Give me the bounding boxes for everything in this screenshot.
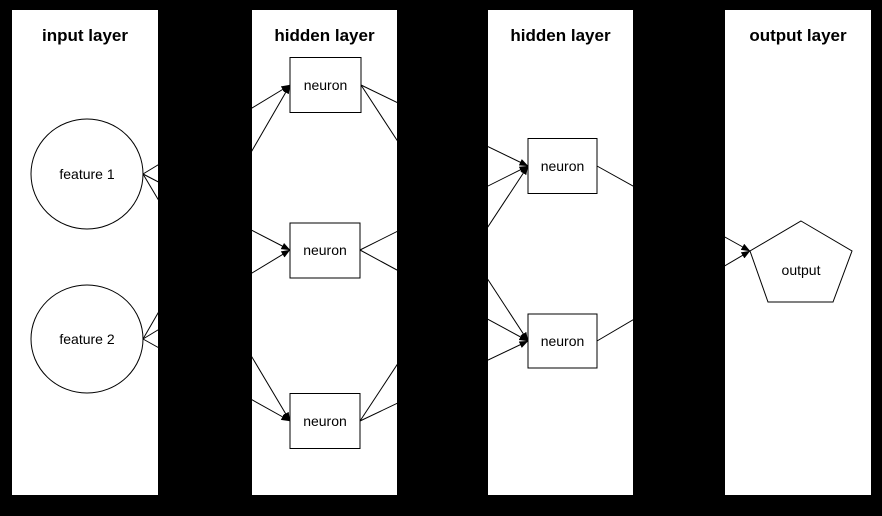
edges: [142, 84, 751, 422]
node-hidden1-neuron1: neuron: [289, 57, 362, 113]
node-hidden1-neuron3: neuron: [289, 393, 361, 449]
title-hidden-layer-1: hidden layer: [274, 26, 375, 45]
node-output: output: [749, 220, 853, 303]
panel-hidden-layer-2: [488, 10, 633, 495]
hidden1-neuron2-label: neuron: [303, 242, 347, 258]
feature-2-ellipse: [30, 284, 144, 394]
hidden1-neuron3-label: neuron: [303, 413, 347, 429]
edge-h2n1-out: [596, 165, 751, 252]
title-output-layer: output layer: [749, 26, 847, 45]
edge-f2-h1n3: [142, 338, 291, 422]
edge-h2n2-out: [596, 250, 751, 342]
hidden1-neuron3-rect: [289, 393, 361, 449]
hidden2-neuron1-rect: [527, 138, 598, 194]
title-input-layer: input layer: [42, 26, 128, 45]
hidden2-neuron2-label: neuron: [541, 333, 585, 349]
feature-2-label: feature 2: [59, 331, 114, 347]
feature-1-label: feature 1: [59, 166, 114, 182]
hidden1-neuron1-label: neuron: [304, 77, 348, 93]
node-feature-1: feature 1: [30, 118, 144, 230]
edge-h1n3-h2n1: [359, 165, 529, 422]
edge-f1-h1n1: [142, 84, 291, 175]
node-feature-2: feature 2: [30, 284, 144, 394]
hidden2-neuron2-rect: [527, 313, 598, 369]
node-hidden2-neuron2: neuron: [527, 313, 598, 369]
edge-f2-h1n2: [142, 249, 291, 340]
feature-1-ellipse: [30, 118, 144, 230]
edge-h1n2-h2n2: [359, 249, 529, 342]
output-label: output: [782, 262, 821, 278]
hidden1-neuron2-rect: [289, 222, 361, 279]
edge-f2-h1n1: [142, 84, 291, 340]
panel-input-layer: [12, 10, 158, 495]
edge-h1n2-h2n1: [359, 165, 529, 251]
node-hidden2-neuron1: neuron: [527, 138, 598, 194]
hidden1-neuron1-rect: [289, 57, 362, 113]
node-hidden1-neuron2: neuron: [289, 222, 361, 279]
edge-h1n1-h2n1: [360, 84, 529, 167]
edge-f1-h1n3: [142, 173, 291, 422]
edge-h1n1-h2n2: [360, 84, 529, 342]
title-hidden-layer-2: hidden layer: [510, 26, 611, 45]
edge-h1n3-h2n2: [359, 340, 529, 422]
output-pentagon: [749, 220, 853, 303]
hidden2-neuron1-label: neuron: [541, 158, 585, 174]
